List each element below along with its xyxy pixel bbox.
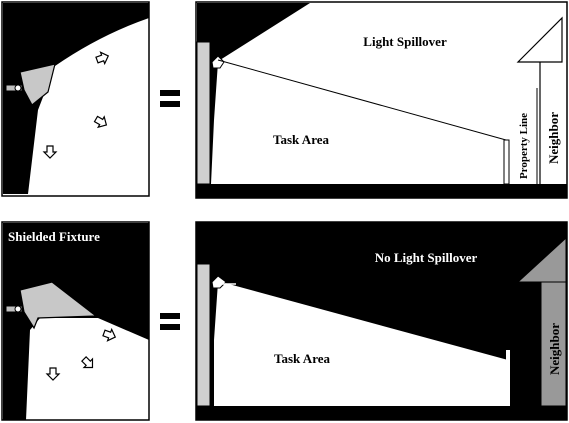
property-line-label: Property Line xyxy=(518,113,530,179)
unshielded-fixture-panel xyxy=(1,1,150,197)
neighbor-label: Neighbor xyxy=(547,323,562,375)
house-icon xyxy=(516,16,563,184)
light-spillover-scene: Light Spillover Task Area Property Line … xyxy=(195,1,568,199)
no-light-spillover-scene: No Light Spillover Task Area Neighbor xyxy=(195,221,568,421)
light-fixture-icon xyxy=(5,281,98,330)
scene-title: Light Spillover xyxy=(363,34,447,49)
panel-title: Shielded Fixture xyxy=(8,229,100,244)
shielded-fixture-panel: Shielded Fixture xyxy=(1,221,150,421)
task-area-label: Task Area xyxy=(274,351,330,366)
neighbor-label: Neighbor xyxy=(546,112,561,164)
equals-icon xyxy=(160,90,180,107)
equals-icon xyxy=(160,313,180,330)
light-fixture-icon xyxy=(5,63,56,106)
house-icon xyxy=(516,236,567,407)
task-area-label: Task Area xyxy=(273,132,329,147)
scene-title: No Light Spillover xyxy=(375,250,478,265)
